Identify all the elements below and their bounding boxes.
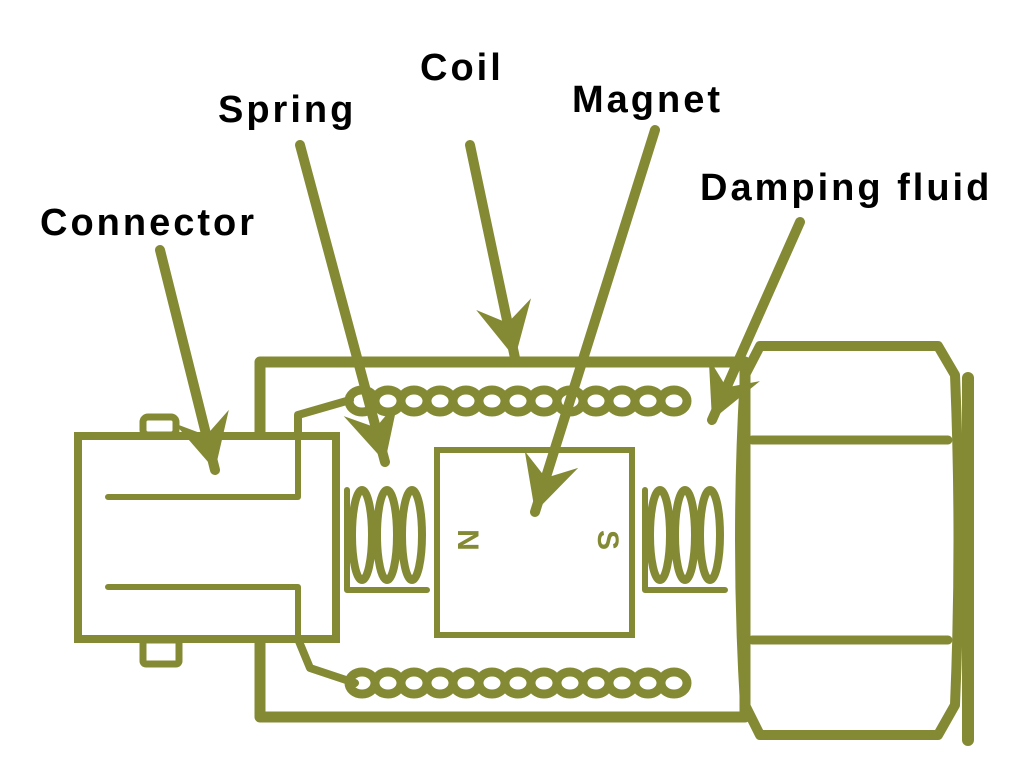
arrow-magnet-head: [524, 451, 579, 512]
spring-left: [373, 486, 401, 584]
arrow-connector: [155, 245, 220, 475]
coil-lead-bottom: [294, 635, 359, 687]
nut-face-lines: [747, 435, 953, 645]
nut-outline: [735, 341, 964, 740]
label-magnet: Magnet: [572, 79, 723, 121]
label-spring: Spring: [218, 89, 356, 131]
arrow-damping-fluid: [707, 217, 805, 425]
spring-right: [646, 486, 674, 584]
labels: Connector Spring Coil Magnet Damping flu…: [40, 47, 992, 551]
connector-pins: [105, 433, 301, 642]
magnet-north-pole: N: [451, 529, 484, 551]
spring-right: [671, 486, 699, 584]
spring-right: [696, 486, 724, 584]
label-damping-fluid: Damping fluid: [700, 167, 992, 209]
connector-bottom-tab: [139, 636, 183, 668]
arrow-magnet: [530, 125, 660, 517]
spring-right-frame: [642, 487, 728, 593]
coil-lead-top: [294, 396, 354, 440]
arrow-damping-fluid-head: [708, 358, 760, 420]
spring-left: [398, 486, 426, 584]
coil-bottom-turn: [656, 667, 692, 699]
magnet-south-pole: S: [591, 530, 624, 550]
arrow-coil-head: [476, 298, 532, 358]
arrow-spring: [295, 140, 390, 467]
label-connector: Connector: [40, 202, 257, 244]
arrow-coil: [465, 140, 520, 363]
spring-left-frame: [344, 487, 430, 593]
arrow-connector-head: [174, 409, 229, 470]
coil-top-turn: [656, 385, 692, 417]
spring-left: [348, 486, 376, 584]
label-coil: Coil: [420, 47, 504, 89]
arrow-spring-head: [343, 401, 398, 462]
geophone-drawing: [74, 125, 974, 746]
